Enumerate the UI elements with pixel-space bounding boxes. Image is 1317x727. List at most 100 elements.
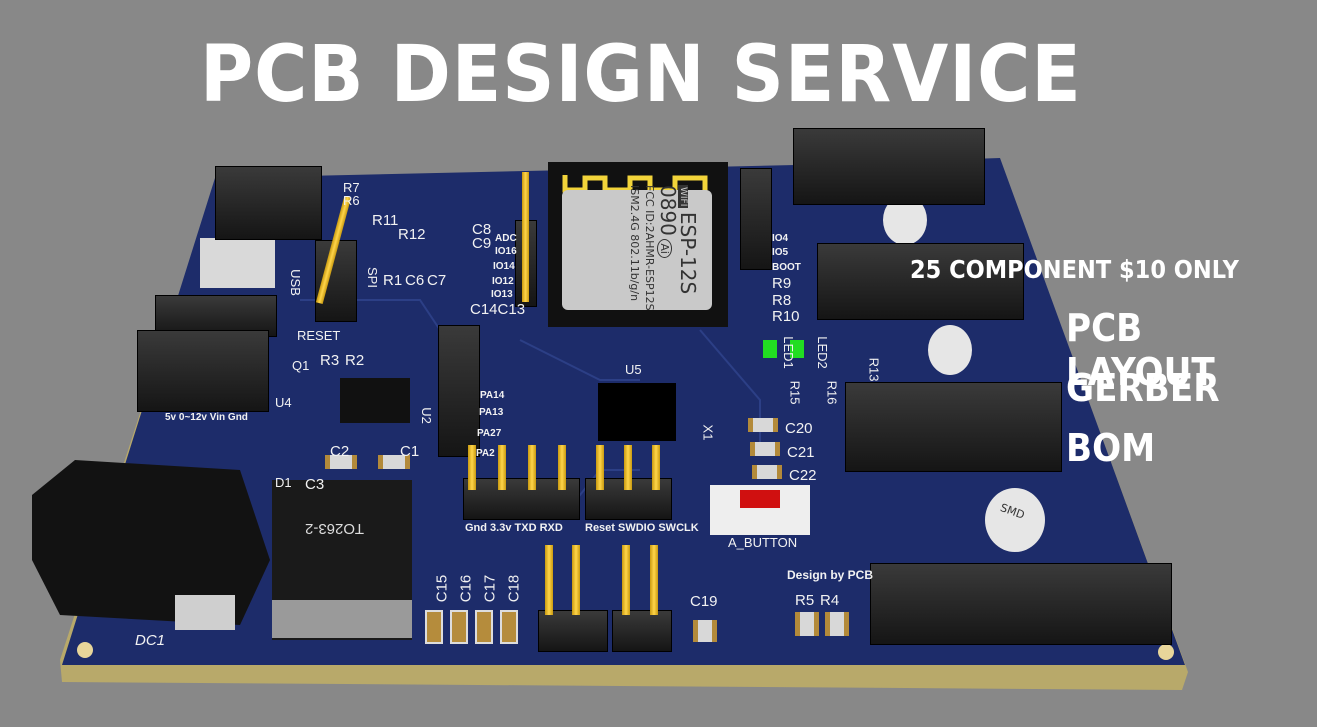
pin: [558, 445, 566, 490]
c21: [750, 442, 780, 456]
promo-item-bom: BOM: [1066, 426, 1156, 470]
silk-usb: USB: [287, 269, 303, 296]
mount-hole: [1158, 644, 1174, 660]
silk-pa13: PA13: [479, 407, 504, 418]
silk-reset: RESET: [297, 328, 341, 343]
silk-a-button: A_BUTTON: [728, 535, 798, 550]
silk-r15: R15: [787, 380, 803, 405]
c17: [475, 610, 493, 644]
silk-io4: IO4: [772, 233, 789, 244]
silk-r4: R4: [820, 592, 840, 609]
header-left-2: [137, 330, 269, 412]
c19: [693, 620, 717, 642]
header-bottom-1: [538, 610, 608, 652]
silk-c6: C6: [405, 272, 425, 289]
silk-c17: C17: [481, 574, 499, 603]
silk-pa27: PA27: [477, 428, 502, 439]
led2: [790, 340, 804, 358]
header-right-1: [793, 128, 985, 205]
silk-r11: R11: [372, 212, 399, 229]
header-pa: [438, 325, 480, 457]
pin: [545, 545, 553, 615]
led1: [763, 340, 777, 358]
silk-c19: C19: [690, 593, 718, 610]
pin: [596, 445, 604, 490]
u2-regulator: [340, 378, 410, 423]
silk-pa14: PA14: [480, 390, 505, 401]
c20: [748, 418, 778, 432]
header-top-left: [215, 166, 322, 240]
antenna-trace: [562, 175, 708, 193]
silk-c3: C3: [305, 476, 325, 493]
mcu-chip: [598, 383, 676, 441]
usb-connector: [200, 238, 275, 288]
silk-io13: IO13: [491, 289, 513, 300]
header-boot: [740, 168, 772, 270]
r5: [795, 612, 819, 636]
silk-r3: R3: [320, 352, 340, 369]
pin: [650, 545, 658, 615]
r4: [825, 612, 849, 636]
silk-spi: SPI: [364, 267, 380, 288]
silk-d1: D1: [275, 475, 292, 490]
mount-hole: [77, 642, 93, 658]
silk-u5: U5: [625, 362, 642, 377]
silk-c7: C7: [427, 272, 447, 289]
silk-swd-pins: Reset SWDIO SWCLK: [585, 522, 699, 534]
pin: [572, 545, 580, 615]
silk-uart-pins: Gnd 3.3v TXD RXD: [465, 522, 563, 534]
header-bottom-2: [612, 610, 672, 652]
header-bottom-right: [870, 563, 1172, 645]
silk-led2: LED2: [814, 336, 830, 369]
c2: [325, 455, 357, 469]
silk-c16: C16: [457, 574, 475, 603]
silk-r5: R5: [795, 592, 815, 609]
c22: [752, 465, 782, 479]
silk-to263: TO263-2: [305, 520, 364, 537]
silk-r2: R2: [345, 352, 365, 369]
silk-c8: C8: [472, 221, 492, 238]
silk-c13: C14C13: [470, 301, 526, 318]
silk-x1: X1: [700, 424, 716, 441]
module-fcc: FCC ID:2AHMR-ESP12S: [643, 185, 656, 311]
silk-dc1: DC1: [135, 632, 166, 649]
page-title: PCB DESIGN SERVICE: [200, 30, 1082, 120]
silk-c20: C20: [785, 420, 813, 437]
silk-io16: IO16: [495, 246, 517, 257]
pin: [522, 172, 529, 302]
silk-c22: C22: [789, 467, 817, 484]
silk-power-pins: 5v 0~12v Vin Gnd: [165, 412, 248, 423]
silk-c15: C15: [433, 574, 451, 603]
c1: [378, 455, 410, 469]
dc-jack: [32, 460, 270, 625]
silk-io5: IO5: [772, 247, 789, 258]
silk-r12: R12: [398, 226, 426, 243]
silk-r1: R1: [383, 272, 403, 289]
silk-q1: Q1: [292, 358, 310, 373]
esp-shield: [562, 190, 712, 310]
silk-c9: C9: [472, 235, 492, 252]
silk-boot: BOOT: [772, 262, 801, 273]
silk-design-by: Design by PCB: [787, 568, 874, 582]
silk-r13: R13: [866, 357, 882, 382]
pin: [624, 445, 632, 490]
promo-item-pcb-layout: PCB LAYOUT: [1066, 306, 1215, 394]
c16: [450, 610, 468, 644]
silk-pa2: PA2: [476, 448, 495, 459]
capacitor-smd: [883, 195, 927, 245]
capacitor-smd: [928, 325, 972, 375]
pin: [652, 445, 660, 490]
promo-item-gerber: GERBER: [1066, 366, 1220, 410]
silk-r10: R10: [772, 308, 800, 325]
silk-r7: R7: [343, 180, 360, 195]
promo-offer: 25 COMPONENT $10 ONLY: [910, 255, 1239, 284]
silk-led1: LED1: [780, 336, 796, 369]
header-right-2: [817, 243, 1024, 320]
ai-logo: Ai: [657, 239, 672, 258]
c18: [500, 610, 518, 644]
silk-io12: IO12: [492, 276, 514, 287]
silk-r9: R9: [772, 275, 792, 292]
silk-r16: R16: [824, 380, 840, 405]
silk-c21: C21: [787, 444, 815, 461]
silk-io14: IO14: [493, 261, 515, 272]
